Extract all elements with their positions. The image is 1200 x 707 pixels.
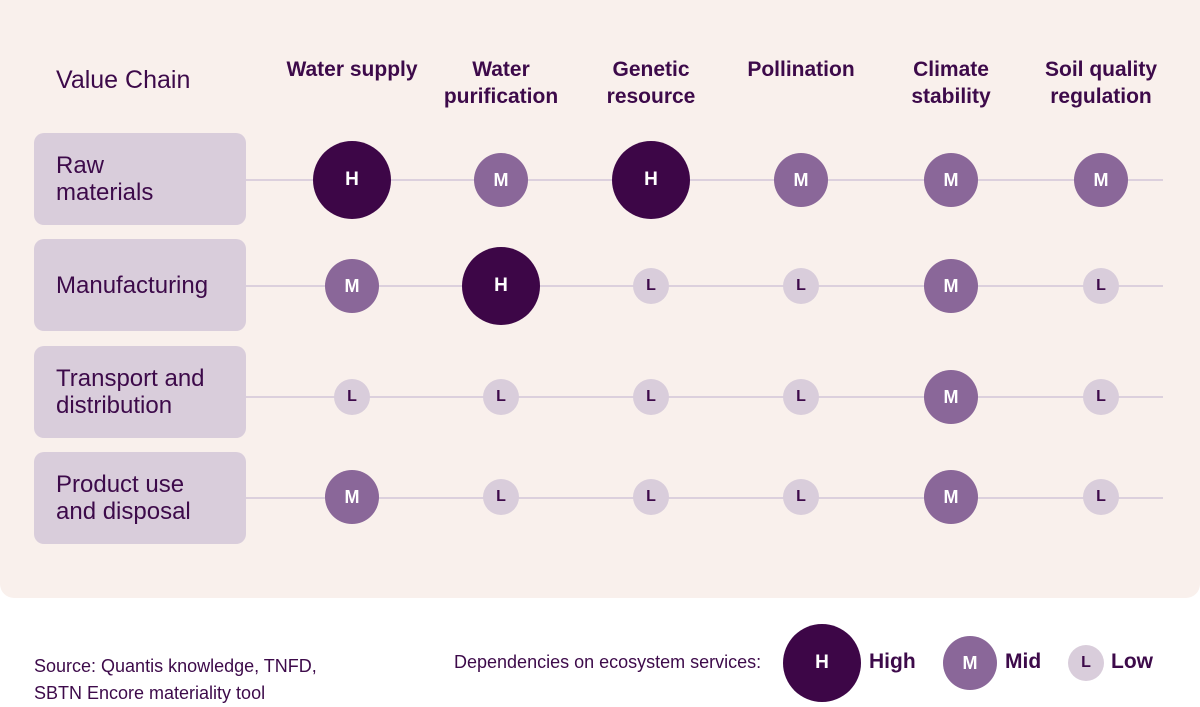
dependency-marker: L [1083,268,1119,304]
matrix-panel: Value Chain Water supply Water purificat… [0,0,1200,598]
column-header-genetic-resource: Genetic resource [606,58,696,108]
dependency-marker: M [924,259,978,313]
dependency-marker: L [483,479,519,515]
dependency-marker: L [1083,479,1119,515]
column-header-climate-stability: Climate stability [911,58,991,108]
dependency-marker: M [325,470,379,524]
column-header-water-purification: Water purification [443,58,559,108]
legend-low-marker: L [1068,645,1104,681]
dependency-marker: L [783,268,819,304]
row-line-raw-materials [245,179,1163,181]
dependency-marker: H [313,141,391,219]
dependency-marker: M [774,153,828,207]
dependency-marker: L [783,479,819,515]
dependency-marker: L [633,379,669,415]
row-line-transport [245,396,1163,398]
column-header-pollination: Pollination [747,58,855,81]
column-header-water-supply: Water supply [286,58,418,81]
legend-mid-label: Mid [1005,650,1042,673]
row-line-product-use [245,497,1163,499]
source-note: Source: Quantis knowledge, TNFD, SBTN En… [34,656,317,703]
legend-mid-marker: M [943,636,997,690]
dependency-marker: L [633,479,669,515]
dependency-marker: H [612,141,690,219]
legend-title: Dependencies on ecosystem services: [454,652,762,672]
dependency-marker: M [924,153,978,207]
dependency-marker: M [325,259,379,313]
dependency-marker: L [783,379,819,415]
dependency-marker: M [924,470,978,524]
row-label-raw-materials: Raw materials [34,133,246,225]
legend-high-marker: H [783,624,861,702]
dependency-marker: M [474,153,528,207]
row-label-manufacturing: Manufacturing [34,239,246,331]
value-chain-heading: Value Chain [56,66,191,94]
dependency-marker: M [924,370,978,424]
row-label-transport-and-distribution: Transport and distribution [34,346,246,438]
legend-low-label: Low [1111,650,1153,673]
row-line-manufacturing [245,285,1163,287]
dependency-marker: M [1074,153,1128,207]
dependency-marker: H [462,247,540,325]
dependency-marker: L [1083,379,1119,415]
dependency-marker: L [483,379,519,415]
legend-high-label: High [869,650,916,673]
column-header-soil-quality-regulation: Soil quality regulation [1044,58,1157,108]
dependency-marker: L [633,268,669,304]
dependency-marker: L [334,379,370,415]
row-label-product-use-and-disposal: Product use and disposal [34,452,246,544]
